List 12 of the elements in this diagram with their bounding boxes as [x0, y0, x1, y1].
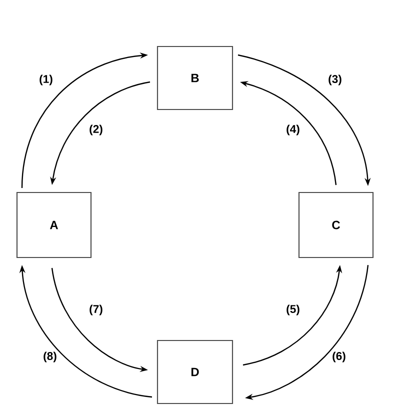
- edge-label: (7): [90, 304, 102, 316]
- edge-label: (8): [44, 352, 56, 362]
- process-box: A: [16, 192, 92, 258]
- edge-label: (1): [40, 74, 52, 86]
- edge-label: (2): [90, 124, 102, 136]
- edge-label: (6): [332, 352, 346, 362]
- edge-label: (5): [286, 304, 300, 316]
- edge-label: (4): [286, 124, 300, 136]
- process-box: C: [298, 192, 374, 258]
- process-box: D: [156, 340, 234, 404]
- process-box: B: [156, 46, 234, 110]
- edge-label: (3): [328, 74, 342, 86]
